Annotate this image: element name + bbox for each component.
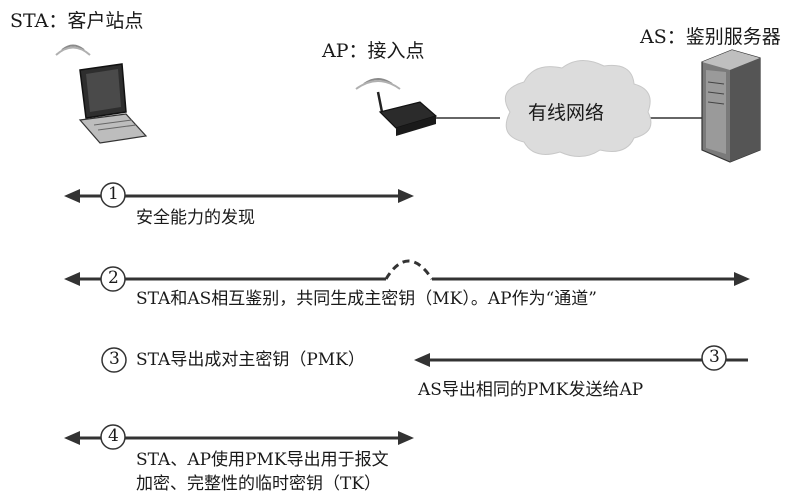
step3-circle-as xyxy=(701,345,727,371)
step2-circle xyxy=(100,266,126,292)
step4-text-line1: STA、AP使用PMK导出用于报文 xyxy=(136,450,389,470)
ap-label: AP：接入点 xyxy=(322,40,425,62)
access-point-icon xyxy=(355,78,438,136)
step3-number-sta: 3 xyxy=(109,349,120,369)
step2-arrow xyxy=(64,259,750,286)
step2-text: STA和AS相互鉴别，共同生成主密钥（MK）。AP作为“通道” xyxy=(136,289,597,309)
server-icon xyxy=(701,49,761,163)
cloud-icon xyxy=(504,60,652,157)
step4-circle xyxy=(100,424,126,450)
step1-text: 安全能力的发现 xyxy=(136,208,255,228)
step3-circle-sta xyxy=(101,347,127,373)
step4-arrow xyxy=(64,431,414,445)
step3-sta-text: STA导出成对主密钥（PMK） xyxy=(136,350,365,370)
step4-number: 4 xyxy=(108,426,119,446)
step3-arrow xyxy=(414,353,748,367)
as-label: AS：鉴别服务器 xyxy=(640,26,781,48)
step1-circle xyxy=(100,182,126,208)
step3-number-as: 3 xyxy=(709,347,720,367)
step3-as-text: AS导出相同的PMK发送给AP xyxy=(418,380,644,400)
sta-label: STA：客户站点 xyxy=(10,10,144,32)
step1-number: 1 xyxy=(108,184,119,204)
step1-arrow xyxy=(64,189,414,203)
step4-text-line2: 加密、完整性的临时密钥（TK） xyxy=(136,474,382,494)
laptop-icon xyxy=(55,44,148,144)
step2-number: 2 xyxy=(108,268,119,288)
network-label: 有线网络 xyxy=(528,102,605,124)
